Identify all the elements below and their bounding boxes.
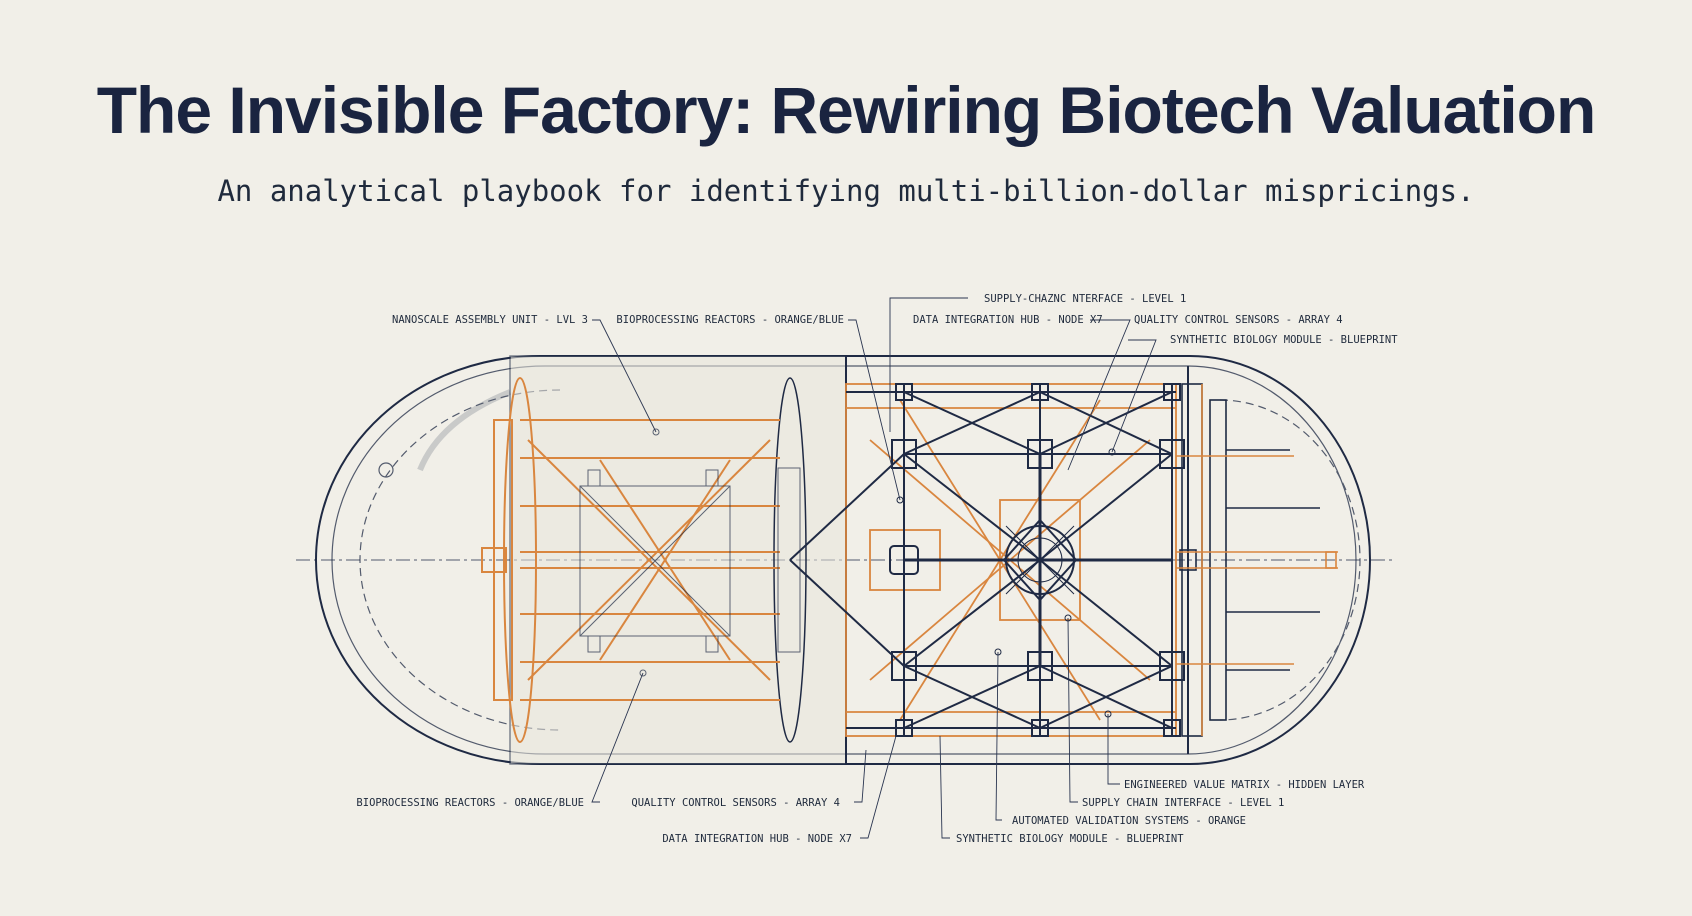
left-transparent-panel xyxy=(509,355,847,765)
callout-automated-validation: AUTOMATED VALIDATION SYSTEMS - ORANGE xyxy=(1012,815,1246,827)
callout-data-integration-hub-bottom: DATA INTEGRATION HUB - NODE X7 xyxy=(662,833,852,845)
callout-engineered-value-matrix: ENGINEERED VALUE MATRIX - HIDDEN LAYER xyxy=(1124,779,1365,791)
callout-supply-chain-interface-bottom: SUPPLY CHAIN INTERFACE - LEVEL 1 xyxy=(1082,797,1284,809)
callout-quality-control-sensors-top: QUALITY CONTROL SENSORS - ARRAY 4 xyxy=(1134,314,1343,326)
capsule-inner-hull xyxy=(331,365,1361,755)
callout-bioprocessing-reactors-top: BIOPROCESSING REACTORS - ORANGE/BLUE xyxy=(616,314,844,326)
leader-lines xyxy=(591,297,1157,839)
right-endcap-orange xyxy=(1176,384,1338,736)
page-title: The Invisible Factory: Rewiring Biotech … xyxy=(96,73,1597,147)
callout-data-integration-hub-top: DATA INTEGRATION HUB - NODE X7 xyxy=(913,314,1103,326)
middle-lattice-navy xyxy=(789,383,1185,737)
callout-quality-control-sensors-bottom: QUALITY CONTROL SENSORS - ARRAY 4 xyxy=(631,797,840,809)
left-reactor-inner xyxy=(579,428,801,677)
callout-supply-chain-interface-top: SUPPLY-CHAZNC NTERFACE - LEVEL 1 xyxy=(984,293,1186,305)
page-subtitle: An analytical playbook for identifying m… xyxy=(217,174,1475,208)
left-reactor-frame xyxy=(481,377,807,743)
callout-synthetic-biology-top: SYNTHETIC BIOLOGY MODULE - BLUEPRINT xyxy=(1170,334,1398,346)
callout-nanoscale-assembly: NANOSCALE ASSEMBLY UNIT - LVL 3 xyxy=(392,314,588,326)
callout-synthetic-biology-bottom: SYNTHETIC BIOLOGY MODULE - BLUEPRINT xyxy=(956,833,1184,845)
callout-bioprocessing-reactors-bottom: BIOPROCESSING REACTORS - ORANGE/BLUE xyxy=(356,797,584,809)
